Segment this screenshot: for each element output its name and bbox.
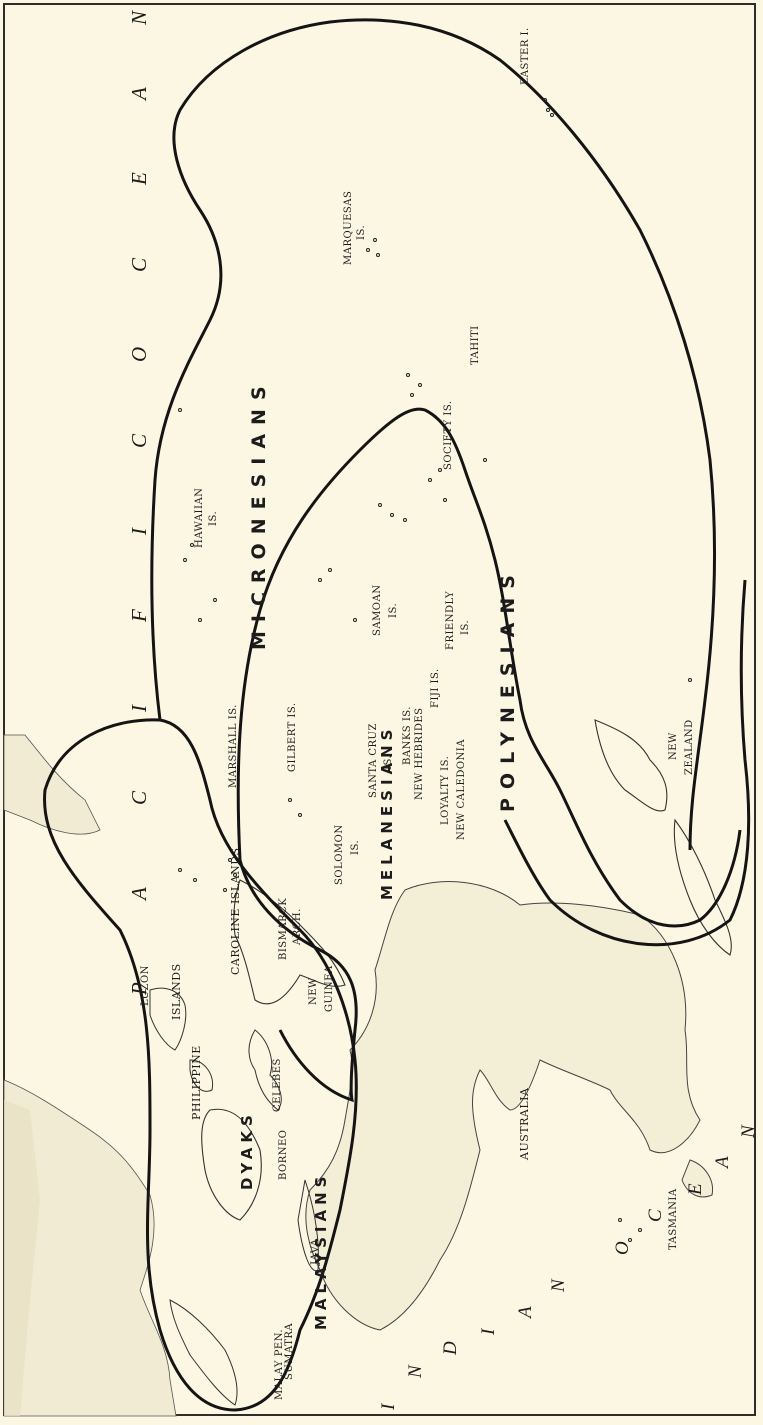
indian-letter: E	[685, 1183, 706, 1195]
new-zealand-north	[594, 719, 668, 812]
label-friendly: FRIENDLY	[445, 590, 456, 650]
label-solomon-is: IS.	[350, 839, 361, 855]
label-java: JAVA	[310, 1238, 321, 1266]
china-coast	[3, 734, 101, 835]
label-banks: BANKS IS.	[402, 706, 413, 765]
label-new-zealand-2: ZEALAND	[684, 719, 695, 775]
philippines-south	[189, 1059, 214, 1092]
label-gilbert: GILBERT IS.	[287, 702, 298, 772]
indian-letter: O	[612, 1241, 633, 1255]
label-caroline: CAROLINE ISLANDS	[229, 847, 242, 975]
label-malay-pen: MALAY PEN.	[274, 1328, 285, 1400]
pacific-letter: A	[127, 87, 151, 100]
label-sumatra: SUMATRA	[284, 1322, 295, 1380]
map-frame	[3, 3, 756, 1416]
label-borneo: BORNEO	[278, 1129, 289, 1180]
pacific-letter: A	[127, 887, 151, 900]
micronesians-boundary	[150, 18, 717, 851]
label-new-caledonia: NEW CALEDONIA	[456, 739, 467, 840]
pacific-letter: C	[127, 790, 151, 805]
label-society: SOCIETY IS.	[443, 400, 454, 470]
pacific-letter: F	[127, 609, 151, 622]
pacific-letter: N	[127, 10, 151, 25]
label-marquesas-is: IS.	[356, 224, 367, 240]
new-guinea-land	[233, 879, 346, 1005]
label-solomon: SOLOMON	[334, 824, 345, 885]
label-santa-cruz: SANTA CRUZ	[368, 723, 379, 798]
island-dots	[178, 98, 692, 1242]
pacific-letter: I	[127, 705, 151, 712]
melanesians-inner	[238, 859, 358, 1103]
indian-letter: A	[515, 1306, 536, 1318]
borneo-land	[201, 1108, 262, 1221]
region-polynesians: POLYNESIANS	[497, 566, 519, 812]
label-new-hebrides: NEW HEBRIDES	[414, 707, 425, 800]
label-philippine: PHILIPPINE	[190, 1045, 203, 1120]
region-micronesians: MICRONESIANS	[248, 377, 270, 650]
indian-letter: C	[645, 1209, 666, 1222]
label-santa-cruz-is: IS.	[383, 754, 394, 770]
luzon-land	[149, 987, 187, 1051]
pacific-letter: C	[127, 257, 151, 272]
label-fiji: FIJI IS.	[430, 668, 441, 708]
tasmania-land	[681, 1159, 714, 1198]
sumatra-land	[169, 1299, 238, 1406]
label-hawaiian-is: IS.	[208, 510, 219, 526]
indian-letter: N	[738, 1125, 759, 1138]
label-bismarck: BISMARCK	[278, 897, 289, 960]
indian-letter: D	[440, 1341, 461, 1355]
label-tasmania: TASMANIA	[668, 1188, 679, 1250]
indian-letter: N	[548, 1279, 569, 1292]
label-bismarck-arch: ARCH.	[292, 908, 303, 945]
malaysians-boundary	[43, 718, 358, 1412]
indian-letter: I	[478, 1328, 499, 1335]
region-melanesians: MELANESIANS	[378, 724, 396, 901]
celebes-land	[248, 1029, 282, 1111]
pacific-letter: C	[127, 433, 151, 448]
label-loyalty: LOYALTY IS.	[440, 755, 451, 825]
label-marquesas: MARQUESAS	[343, 190, 354, 265]
label-easter: EASTER I.	[520, 27, 531, 85]
polynesia-outer	[503, 579, 751, 947]
indian-letter: A	[712, 1156, 733, 1168]
pacific-letter: O	[127, 346, 151, 362]
label-hawaiian: HAWAIIAN	[194, 487, 205, 548]
label-marshall: MARSHALL IS.	[228, 704, 239, 788]
label-new-guinea-2: GUINEA	[324, 965, 335, 1012]
label-samoan: SAMOAN	[372, 584, 383, 636]
region-dyaks: DYAKS	[238, 1110, 256, 1190]
label-celebes: CELEBES	[272, 1058, 283, 1112]
label-luzon: LUZON	[140, 965, 151, 1006]
indian-letter: N	[405, 1365, 426, 1378]
polynesians-boundary	[236, 407, 742, 928]
java-land	[297, 1179, 319, 1272]
asia-stipple	[4, 1100, 40, 1416]
pacific-letter: I	[127, 528, 151, 535]
label-new-zealand-1: NEW	[668, 732, 679, 760]
new-zealand-south	[673, 818, 732, 956]
label-friendly-is: IS.	[460, 619, 471, 635]
indian-letter: I	[378, 1403, 399, 1410]
label-islands: ISLANDS	[170, 963, 183, 1020]
label-australia: AUSTRALIA	[518, 1087, 531, 1160]
pacific-letter: E	[127, 172, 151, 185]
label-samoan-is: IS.	[388, 602, 399, 618]
label-new-guinea-1: NEW	[308, 977, 319, 1005]
label-tahiti: TAHITI	[470, 325, 481, 365]
asia-mainland	[3, 1079, 177, 1417]
australia-land	[305, 881, 701, 1331]
